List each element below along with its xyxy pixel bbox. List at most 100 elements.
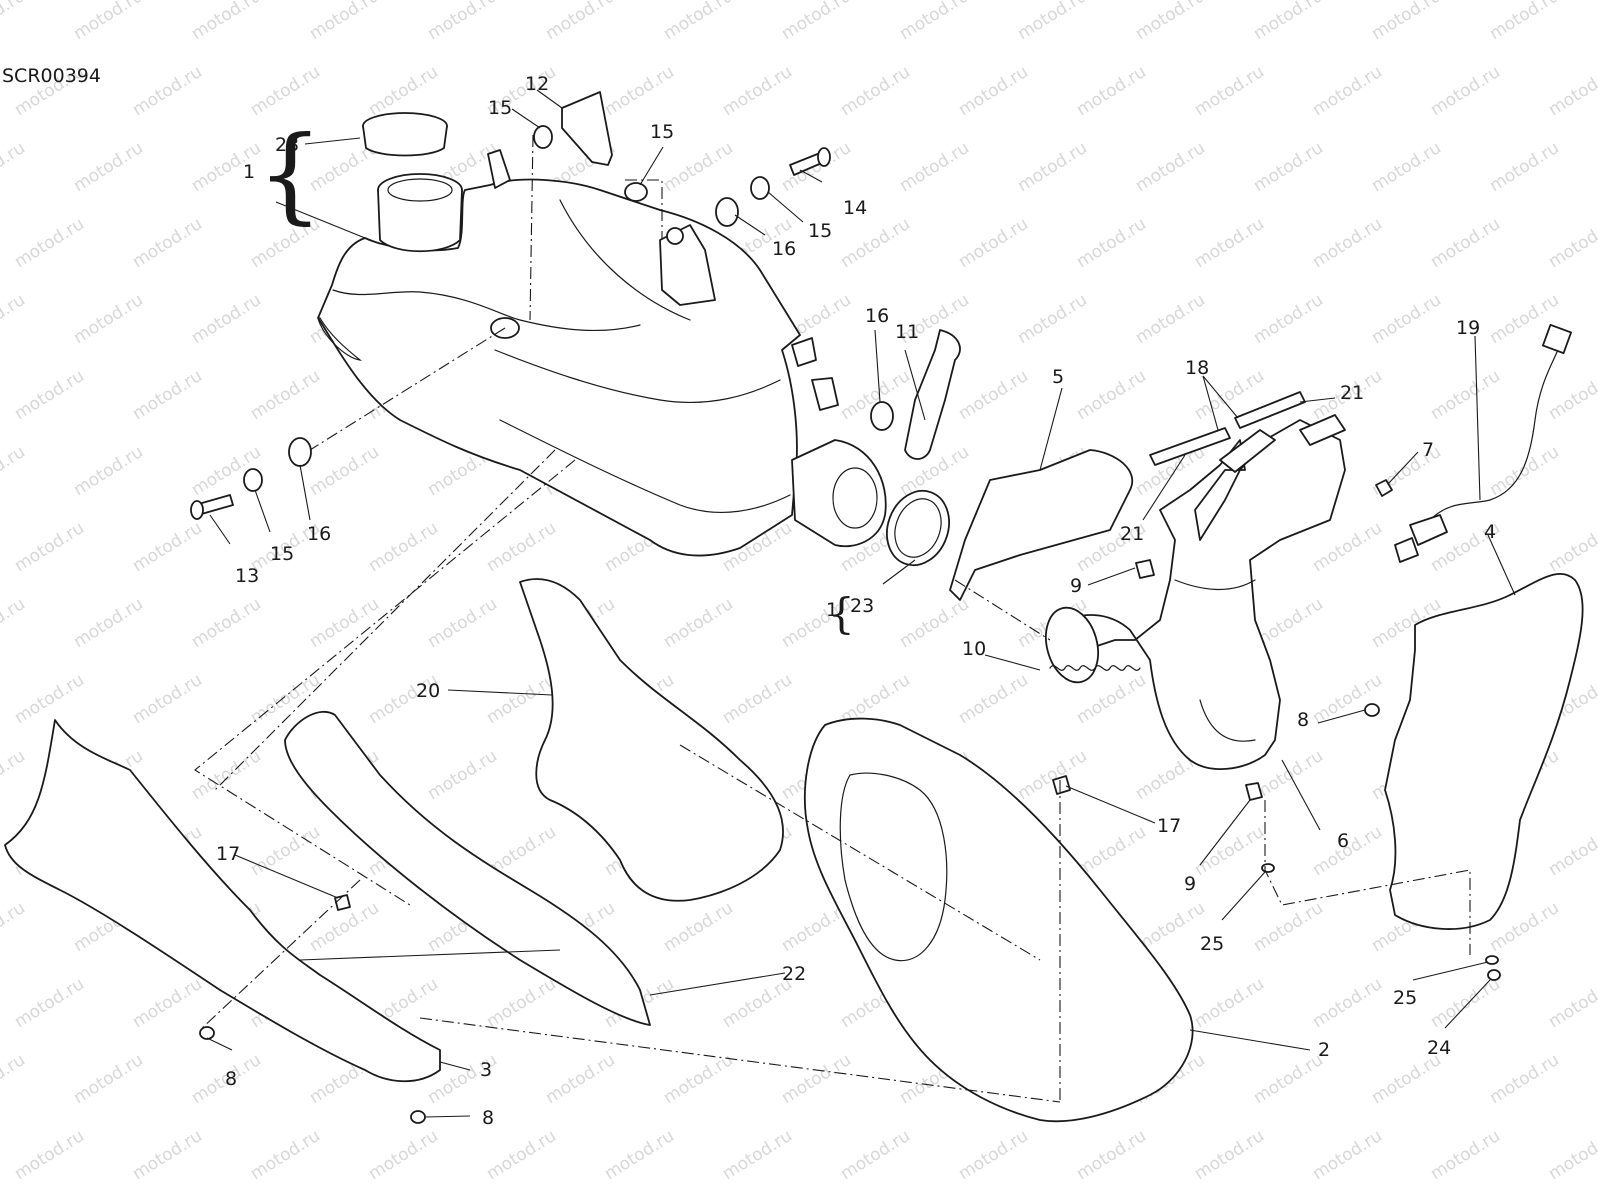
watermark-text: motod.ru	[1368, 138, 1445, 196]
part-upper-bracket	[561, 91, 613, 166]
assembly-brace-bottom: {	[828, 589, 855, 638]
callout-18: 18	[1185, 357, 1209, 379]
watermark-text: motod.ru	[955, 366, 1032, 424]
watermark-text: motod.ru	[424, 0, 501, 44]
watermark-text: motod.ru	[955, 1126, 1032, 1184]
part-strap	[904, 329, 961, 460]
watermark-text: motod.ru	[1545, 366, 1600, 424]
callout-17-a: 17	[1157, 815, 1181, 837]
callout-8-c: 8	[482, 1107, 494, 1129]
callout-22: 22	[782, 963, 806, 985]
callout-15-d: 15	[270, 543, 294, 565]
watermark-text: motod.ru	[955, 670, 1032, 728]
watermark-text: motod.ru	[778, 1050, 855, 1108]
watermark-text: motod.ru	[778, 0, 855, 44]
watermark-text: motod.ru	[0, 746, 29, 804]
watermark-text: motod.ru	[0, 594, 29, 652]
callout-25-b: 25	[1393, 987, 1417, 1009]
watermark-text: motod.ru	[1014, 138, 1091, 196]
watermark-text: motod.ru	[129, 62, 206, 120]
watermark-text: motod.ru	[129, 1126, 206, 1184]
watermark-text: motod.ru	[1014, 290, 1091, 348]
watermark-text: motod.ru	[1545, 518, 1600, 576]
watermark-text: motod.ru	[837, 214, 914, 272]
watermark-text: motod.ru	[306, 594, 383, 652]
watermark-text: motod.ru	[601, 62, 678, 120]
callout-17-b: 17	[216, 843, 240, 865]
watermark-text: motod.ru	[247, 62, 324, 120]
part-exhaust-header	[1045, 414, 1346, 770]
watermark-text: motod.ru	[896, 138, 973, 196]
watermark-text: motod.ru	[11, 974, 88, 1032]
callout-6: 6	[1337, 830, 1349, 852]
watermark-text: motod.ru	[1191, 974, 1268, 1032]
watermark-text: motod.ru	[1309, 974, 1386, 1032]
callout-15-a: 15	[488, 97, 512, 119]
watermark-text: motod.ru	[1368, 290, 1445, 348]
watermark-text: motod.ru	[1545, 974, 1600, 1032]
callout-14: 14	[843, 197, 867, 219]
watermark-text: motod.ru	[1427, 62, 1504, 120]
watermark-text: motod.ru	[1309, 214, 1386, 272]
watermark-text: motod.ru	[1191, 62, 1268, 120]
watermark-text: motod.ru	[70, 138, 147, 196]
watermark-text: motod.ru	[1250, 1050, 1327, 1108]
watermark-text: motod.ru	[70, 0, 147, 44]
watermark-text: motod.ru	[660, 138, 737, 196]
watermark-text: motod.ru	[542, 0, 619, 44]
watermark-text: motod.ru	[1132, 0, 1209, 44]
watermark-text: motod.ru	[0, 898, 29, 956]
callout-23-bottom: 23	[850, 595, 874, 617]
watermark-text: motod.ru	[11, 1126, 88, 1184]
watermark-text: motod.ru	[365, 1126, 442, 1184]
part-large-bottom-shield	[803, 717, 1194, 1123]
callout-5: 5	[1052, 366, 1064, 388]
part-clamp-ring-bottom	[886, 489, 950, 567]
part-clamp-ring-top	[362, 112, 448, 157]
watermark-text: motod.ru	[955, 62, 1032, 120]
watermark-text: motod.ru	[1132, 290, 1209, 348]
watermark-text: motod.ru	[483, 670, 560, 728]
watermark-text: motod.ru	[660, 594, 737, 652]
callout-25-a: 25	[1200, 933, 1224, 955]
watermark-text: motod.ru	[129, 214, 206, 272]
watermark-text: motod.ru	[1427, 1126, 1504, 1184]
watermark-text: motod.ru	[1486, 442, 1563, 500]
watermark-text: motod.ru	[778, 138, 855, 196]
watermark-text: motod.ru	[1309, 1126, 1386, 1184]
watermark-text: motod.ru	[1427, 214, 1504, 272]
watermark-text: motod.ru	[0, 138, 29, 196]
watermark-text: motod.ru	[70, 290, 147, 348]
watermark-text: motod.ru	[129, 670, 206, 728]
watermark-text: motod.ru	[424, 746, 501, 804]
watermark-text: motod.ru	[542, 1050, 619, 1108]
hardware	[190, 125, 1501, 1124]
watermark-text: motod.ru	[70, 1050, 147, 1108]
callout-1-bottom: 1	[826, 599, 838, 621]
callout-9-b: 9	[1184, 873, 1196, 895]
part-heat-shield-right	[1384, 572, 1584, 930]
watermark-text: motod.ru	[247, 1126, 324, 1184]
callout-20: 20	[416, 680, 440, 702]
watermark-text: motod.ru	[660, 1050, 737, 1108]
watermark-text: motod.ru	[1250, 0, 1327, 44]
watermark-text: motod.ru	[719, 62, 796, 120]
callout-13: 13	[235, 565, 259, 587]
part-gasket-upper	[1234, 391, 1306, 429]
watermark-text: motod.ru	[0, 442, 29, 500]
watermark-text: motod.ru	[896, 0, 973, 44]
part-gasket-lower	[1149, 427, 1231, 466]
watermark-text: motod.ru	[1368, 0, 1445, 44]
watermark-text: motod.ru	[1191, 1126, 1268, 1184]
callout-9-a: 9	[1070, 575, 1082, 597]
part-lambda-sensor	[1394, 324, 1572, 563]
callout-4: 4	[1484, 521, 1496, 543]
watermark-text: motod.ru	[365, 62, 442, 120]
leader-lines	[206, 89, 1516, 1118]
watermark-text: motod.ru	[1073, 366, 1150, 424]
watermark-text: motod.ru	[1073, 62, 1150, 120]
watermark-text: motod.ru	[837, 62, 914, 120]
part-heat-shield-center	[519, 578, 784, 902]
watermark-text: motod.ru	[11, 214, 88, 272]
